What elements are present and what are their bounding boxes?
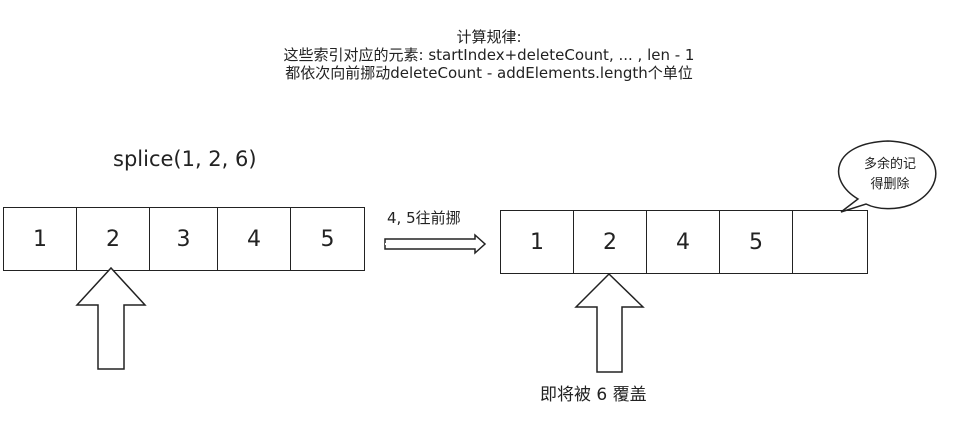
- shift-label: 4, 5往前挪: [387, 209, 461, 227]
- rule-title: 计算规律:: [456, 28, 522, 46]
- after-cell-4: [792, 210, 868, 274]
- index-pointer-arrow-before: [75, 266, 147, 370]
- rule-note: 计算规律: 这些索引对应的元素: startIndex+deleteCount,…: [0, 28, 978, 82]
- overwrite-label: 即将被 6 覆盖: [540, 385, 647, 405]
- before-cell-0: 1: [3, 207, 77, 271]
- after-array: 1 2 4 5: [500, 210, 868, 274]
- before-cell-4: 5: [290, 207, 365, 271]
- after-cell-1: 2: [572, 210, 648, 274]
- splice-call-label: splice(1, 2, 6): [113, 147, 257, 171]
- after-cell-0: 1: [500, 210, 574, 274]
- bubble-line-2: 得删除: [870, 177, 910, 192]
- rule-line-2: 都依次向前挪动deleteCount - addElements.length个…: [285, 64, 693, 82]
- before-cell-2: 3: [149, 207, 218, 271]
- bubble-line-1: 多余的记: [863, 157, 916, 172]
- after-cell-2: 4: [646, 210, 720, 274]
- bubble-text: 多余的记 得删除: [843, 155, 937, 195]
- index-pointer-arrow-after: [574, 272, 645, 373]
- before-array: 1 2 3 4 5: [3, 207, 365, 271]
- rule-line-1: 这些索引对应的元素: startIndex+deleteCount, ... ,…: [283, 46, 695, 64]
- before-cell-3: 4: [216, 207, 292, 271]
- speech-bubble: [837, 140, 937, 213]
